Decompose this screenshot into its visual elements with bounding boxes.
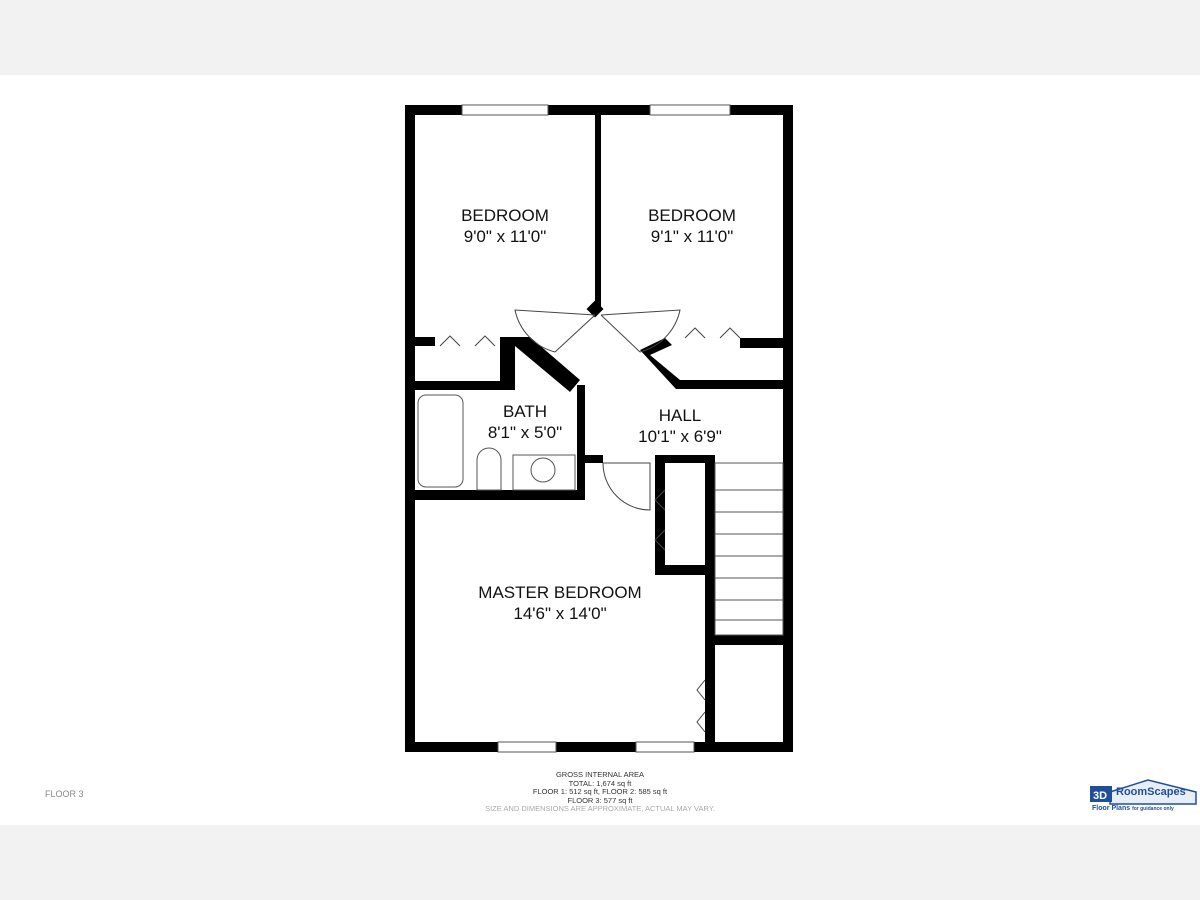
room-name: MASTER BEDROOM [478,583,642,602]
room-name: BATH [502,402,548,421]
svg-text:3D: 3D [1093,790,1107,802]
roomscapes-logo: 3D RoomScapes Floor Plans for guidance o… [1088,778,1198,818]
room-size: 9'0" x 11'0" [463,227,547,246]
area-floor-3: FLOOR 3: 577 sq ft [567,795,633,805]
room-size: 14'6" x 14'0" [513,604,607,623]
area-summary: GROSS INTERNAL AREA TOTAL: 1,674 sq ft F… [440,770,760,814]
room-bedroom-1: BEDROOM 9'0" x 11'0" [430,205,580,247]
stairs [714,462,784,636]
room-name: BEDROOM [461,206,549,225]
doors [439,309,741,733]
logo-tagline: Floor Plans for guidance only [1092,805,1174,812]
area-title: GROSS INTERNAL AREA [555,770,645,779]
walls [405,105,793,752]
room-bedroom-2: BEDROOM 9'1" x 11'0" [617,205,767,247]
bathtub [417,394,464,488]
room-master-bedroom: MASTER BEDROOM 14'6" x 14'0" [450,582,670,624]
room-size: 10'1" x 6'9" [638,427,722,446]
logo-name: RoomScapes [1116,786,1186,798]
room-bath: BATH 8'1" x 5'0" [470,401,580,443]
area-total: TOTAL: 1,674 sq ft [568,778,632,788]
logo-tagline-note: for guidance only [1132,806,1174,812]
logo-tagline-main: Floor Plans [1092,805,1131,812]
room-size: 8'1" x 5'0" [487,423,563,442]
house-logo-icon: 3D [1090,779,1197,805]
windows [461,104,731,753]
room-name: HALL [658,406,702,425]
fixtures [417,394,784,636]
room-name: BEDROOM [648,206,736,225]
room-hall: HALL 10'1" x 6'9" [610,405,750,447]
sink [530,457,556,483]
vanity [512,454,576,491]
area-disclaimer: SIZE AND DIMENSIONS ARE APPROXIMATE, ACT… [485,804,715,813]
area-floors-1-2: FLOOR 1: 512 sq ft, FLOOR 2: 585 sq ft [532,787,668,796]
room-size: 9'1" x 11'0" [650,227,734,246]
toilet [476,447,502,491]
floor-label: FLOOR 3 [45,789,84,799]
